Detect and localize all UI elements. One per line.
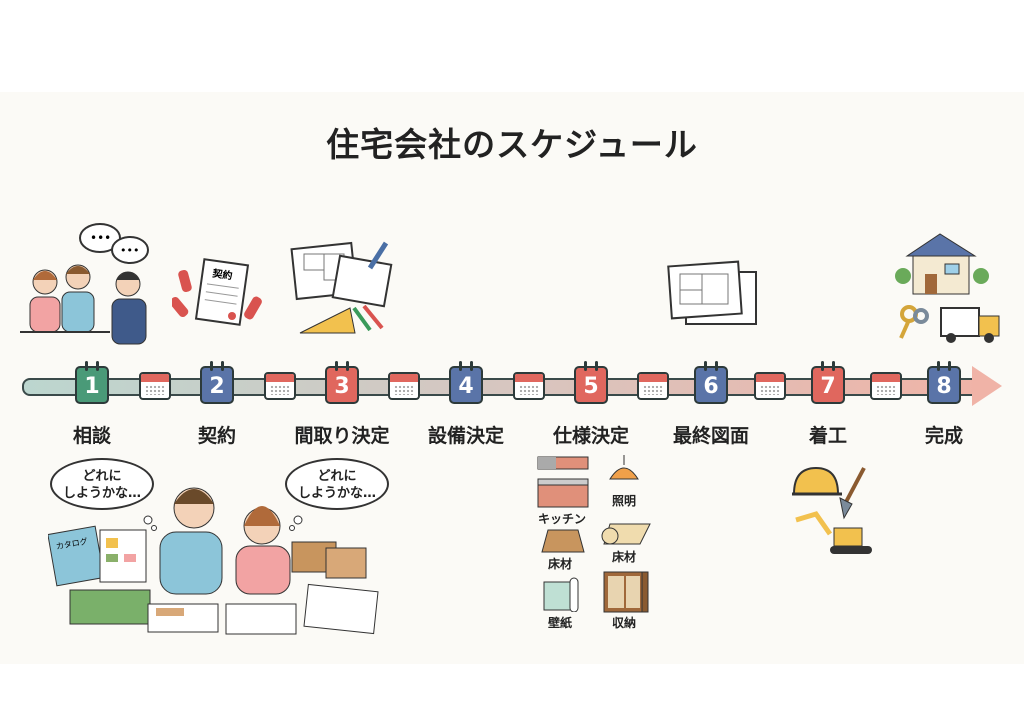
calendar-icon <box>870 372 902 400</box>
thought-text: どれに しようかな… <box>62 469 141 501</box>
step-label: 完成 <box>924 425 963 447</box>
spec-label-kitchen: キッチン <box>537 512 586 526</box>
calendar-icon <box>754 372 786 400</box>
calendar-icon <box>139 372 171 400</box>
lighting-icon <box>609 455 639 480</box>
step-calendar-2: 2 <box>200 361 234 404</box>
svg-text:•••: ••• <box>90 231 111 245</box>
carpet-roll-icon <box>601 523 651 545</box>
step-label: 着工 <box>808 425 847 447</box>
step-calendar-8: 8 <box>927 361 961 404</box>
step-calendar-7: 7 <box>811 361 845 404</box>
spec-label-lighting: 照明 <box>611 494 636 508</box>
step-calendar-5: 5 <box>574 361 608 404</box>
page-title: 住宅会社のスケジュール <box>326 125 698 164</box>
step-label: 設備決定 <box>427 425 504 447</box>
construction-illustration <box>792 466 872 554</box>
step-calendar-3: 3 <box>325 361 359 404</box>
wallpaper-icon <box>543 577 579 612</box>
svg-text:契約: 契約 <box>212 267 234 283</box>
thought-bubble-1: どれに しようかな… <box>50 458 154 510</box>
svg-text:•••: ••• <box>120 244 139 257</box>
floorplan-drafting-illustration <box>290 241 393 334</box>
storage-icon <box>603 571 649 613</box>
consultation-illustration: ••• ••• <box>20 223 149 345</box>
step-calendar-4: 4 <box>449 361 483 404</box>
flooring-icon <box>541 529 585 553</box>
kitchen-icon <box>537 456 589 508</box>
thought-text: どれに しようかな… <box>297 469 376 501</box>
spec-label-flooring-2: 床材 <box>611 550 636 564</box>
step-label: 契約 <box>197 425 236 447</box>
timeline-arrowhead <box>972 366 1002 406</box>
step-label: 間取り決定 <box>294 425 390 447</box>
final-drawing-illustration <box>667 260 757 325</box>
spec-label-storage: 収納 <box>611 616 636 630</box>
step-label: 仕様決定 <box>552 425 629 447</box>
step-label: 相談 <box>72 425 111 447</box>
spec-label-flooring: 床材 <box>547 557 572 571</box>
contract-illustration: 契約 <box>172 258 262 326</box>
calendar-icon <box>637 372 669 400</box>
calendar-icon <box>264 372 296 400</box>
calendar-icon <box>388 372 420 400</box>
calendar-icon <box>513 372 545 400</box>
step-calendar-1: 1 <box>75 361 109 404</box>
couple-choosing-illustration: カタログ <box>48 487 379 635</box>
step-calendar-6: 6 <box>694 361 728 404</box>
spec-label-wallpaper: 壁紙 <box>547 616 572 630</box>
completion-illustration <box>895 233 1000 343</box>
thought-bubble-2: どれに しようかな… <box>285 458 389 510</box>
step-label: 最終図面 <box>672 425 749 447</box>
